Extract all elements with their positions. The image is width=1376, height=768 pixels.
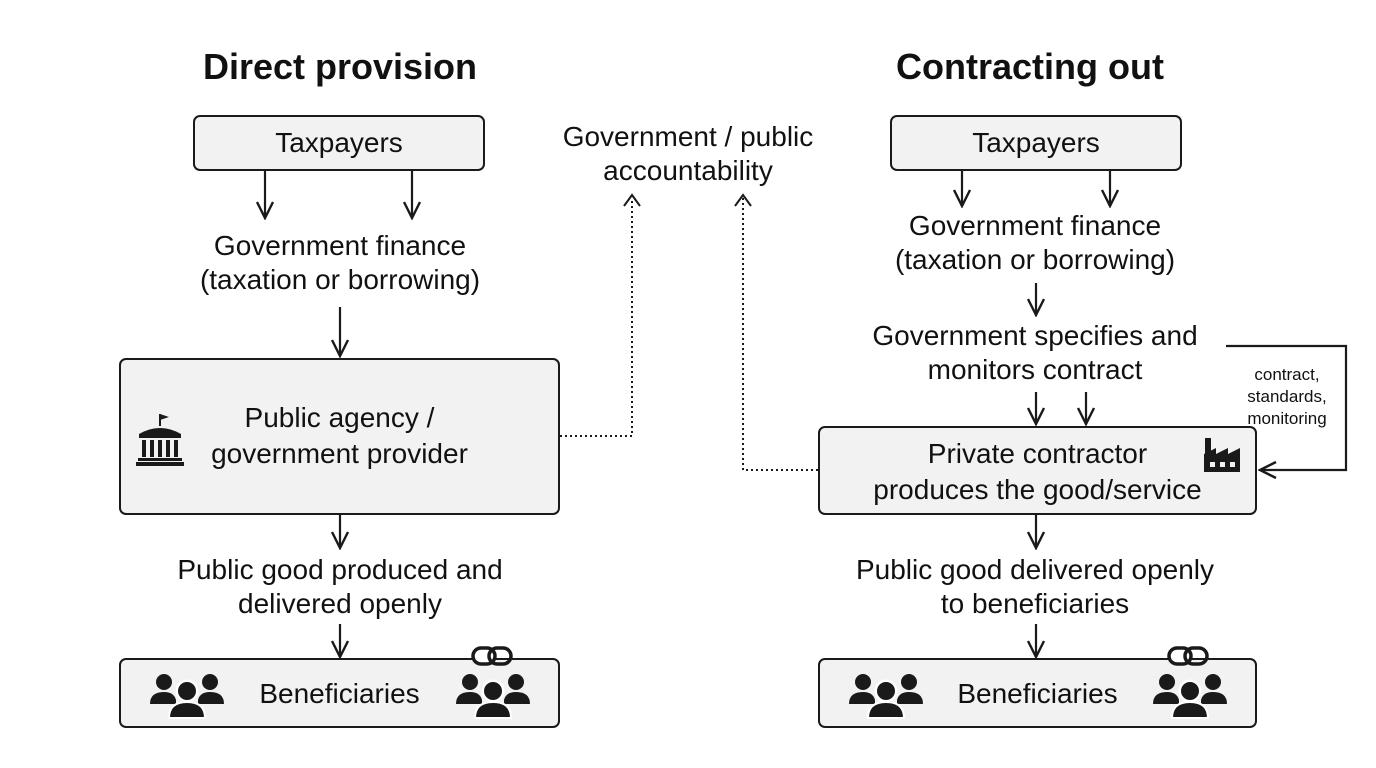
left-beneficiaries-box: Beneficiaries (119, 658, 560, 728)
left-outcome-line-2: delivered openly (238, 588, 442, 619)
right-beneficiaries-box: Beneficiaries (818, 658, 1257, 728)
people-group-icon (849, 674, 923, 719)
chain-link-icon (1167, 646, 1209, 666)
right-finance-text: Government finance (taxation or borrowin… (835, 209, 1235, 277)
left-provider-line-1: Public agency / (244, 402, 435, 433)
right-outcome-text: Public good delivered openly to benefici… (835, 553, 1235, 621)
side-note-line-2: standards, (1247, 387, 1327, 406)
right-finance-line-1: Government finance (908, 210, 1162, 241)
left-beneficiaries-label: Beneficiaries (259, 678, 420, 709)
dotted-left-accountability (560, 198, 633, 437)
side-note-line-1: contract, (1254, 365, 1320, 384)
right-contractor-line-2: produces the good/service (873, 474, 1202, 505)
side-note-line-3: monitoring (1247, 409, 1327, 428)
right-taxpayers-box: Taxpayers (890, 115, 1182, 171)
right-taxpayers-label: Taxpayers (972, 127, 1100, 158)
side-note-text: contract, standards, monitoring (1226, 364, 1348, 430)
right-beneficiaries-label: Beneficiaries (957, 678, 1118, 709)
right-specifies-line-2: monitors contract (927, 354, 1143, 385)
right-outcome-line-2: to beneficiaries (940, 588, 1130, 619)
left-provider-box: Public agency / government provider (119, 358, 560, 515)
left-outcome-text: Public good produced and delivered openl… (140, 553, 540, 621)
left-finance-line-2: (taxation or borrowing) (199, 264, 481, 295)
left-outcome-line-1: Public good produced and (177, 554, 503, 585)
people-group-icon (456, 674, 530, 719)
left-title: Direct provision (202, 46, 478, 87)
left-taxpayers-label: Taxpayers (275, 127, 403, 158)
right-specifies-line-1: Government specifies and (872, 320, 1198, 351)
chain-link-icon (471, 646, 513, 666)
dotted-right-accountability (742, 198, 818, 471)
left-provider-line-2: government provider (211, 438, 468, 469)
left-provider-label: Public agency / government provider (121, 400, 558, 472)
accountability-line-1: Government / public (562, 121, 814, 152)
government-building-icon (136, 414, 184, 466)
right-contractor-box: Private contractor produces the good/ser… (818, 426, 1257, 515)
right-contractor-label: Private contractor produces the good/ser… (820, 436, 1255, 508)
right-outcome-line-1: Public good delivered openly (855, 554, 1215, 585)
people-group-icon (1153, 674, 1227, 719)
left-finance-line-1: Government finance (213, 230, 467, 261)
right-title: Contracting out (896, 46, 1164, 87)
factory-icon (1204, 438, 1240, 472)
right-contractor-line-1: Private contractor (927, 438, 1148, 469)
accountability-text: Government / public accountability (538, 120, 838, 188)
left-taxpayers-box: Taxpayers (193, 115, 485, 171)
right-finance-line-2: (taxation or borrowing) (894, 244, 1176, 275)
people-group-icon (150, 674, 224, 719)
accountability-line-2: accountability (603, 155, 773, 186)
right-specifies-text: Government specifies and monitors contra… (835, 319, 1235, 387)
left-finance-text: Government finance (taxation or borrowin… (140, 229, 540, 297)
